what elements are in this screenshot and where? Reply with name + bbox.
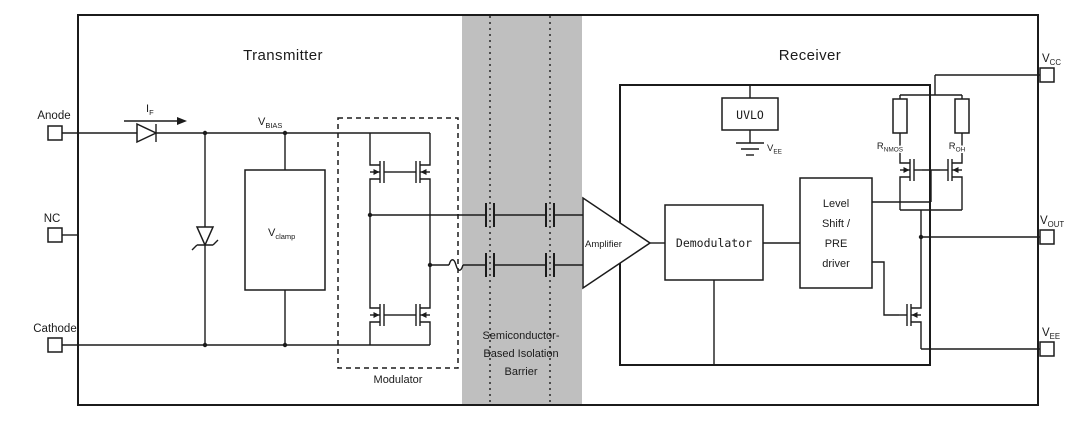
pin-label-vcc: VCC [1042,53,1061,67]
mosfet-modulator-top-right [407,154,431,190]
vclamp-label: Vclamp [268,227,295,241]
receiver-wires [650,74,1040,365]
level-shift-label-line1: Level [823,198,849,210]
mosfet-modulator-top-left [369,154,393,190]
level-shift-box [799,177,873,289]
level-shift-label-line2: Shift / [822,218,851,230]
uvlo-vee-label: VEE [767,143,783,156]
modulator-label: Modulator [374,374,423,386]
outer-border [77,14,1039,406]
nc-pin-square [47,227,63,243]
mosfet-output-left [899,152,923,188]
vout-pin-square [1039,229,1055,245]
barrier-label-line3: Barrier [504,366,537,378]
if-arrow [124,117,187,125]
level-shift-label-line4: driver [822,258,850,270]
barrier-label-line2: Based Isolation [483,348,558,360]
amplifier-label: Amplifier [585,239,622,250]
receiver-title: Receiver [779,47,841,64]
demodulator-box [664,204,764,281]
mosfet-modulator-bottom-right [407,297,431,333]
modulator-box [337,117,459,369]
roh-resistor [954,98,970,134]
junction-dots [202,130,924,348]
isolation-barrier-band [462,16,582,404]
uvlo-box [721,97,779,131]
transmitter-wires [62,132,583,346]
pin-label-vee: VEE [1042,327,1060,341]
isolation-capacitors [485,203,555,277]
cathode-pin-square [47,337,63,353]
demodulator-label: Demodulator [676,236,752,250]
level-shift-label-line3: PRE [825,238,848,250]
input-diode [136,122,158,144]
vee-pin-square [1039,341,1055,357]
ground-symbol [736,142,764,156]
uvlo-label: UVLO [736,108,764,122]
amplifier-triangle [582,196,652,290]
mosfet-output-right [939,152,963,188]
pin-label-vout: VOUT [1040,215,1064,229]
vbias-label: VBIAS [258,116,282,130]
roh-label: ROH [949,141,966,154]
rnmos-resistor [892,98,908,134]
if-current-label: IF [146,103,154,117]
pin-label-cathode: Cathode [33,323,76,335]
pin-label-anode: Anode [37,110,70,122]
mosfet-modulator-bottom-left [369,297,393,333]
vcc-pin-square [1039,67,1055,83]
zener-diode [191,226,219,251]
transmitter-title: Transmitter [243,47,323,64]
anode-pin-square [47,125,63,141]
pin-label-nc: NC [44,213,61,225]
mosfet-pulldown [898,297,922,333]
rnmos-label: RNMOS [877,141,904,154]
vclamp-box [244,169,326,291]
barrier-label-line1: Semiconductor- [482,330,559,342]
